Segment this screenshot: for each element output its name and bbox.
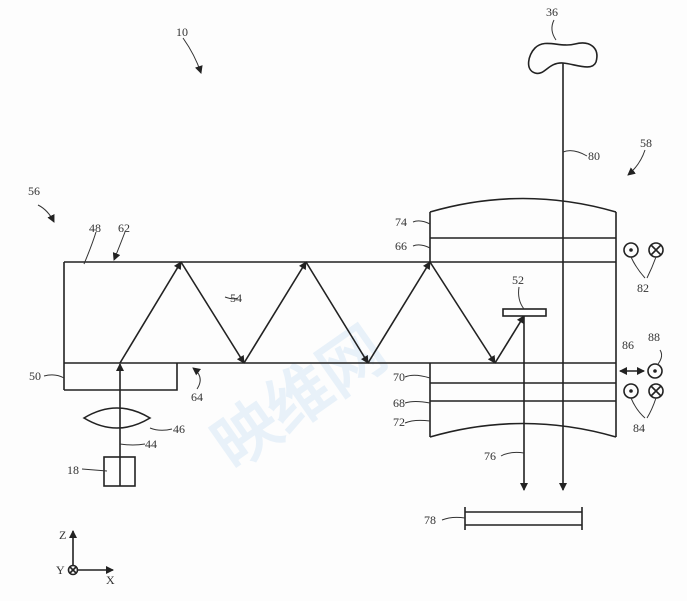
- light-source: [103, 456, 136, 487]
- label-74: 74: [395, 215, 407, 229]
- label-64: 64: [191, 390, 203, 404]
- label-58: 58: [640, 136, 652, 150]
- label-10: 10: [176, 25, 188, 39]
- reference-numerals: 10 36 80 58 56 48 62 54 64 50 46 44 18 7…: [28, 5, 660, 527]
- label-50: 50: [29, 369, 41, 383]
- watermark: 映维网: [200, 313, 400, 484]
- label-54: 54: [230, 291, 242, 305]
- label-72: 72: [393, 415, 405, 429]
- label-70: 70: [393, 370, 405, 384]
- axis-y-label: Y: [56, 563, 65, 577]
- label-62: 62: [118, 221, 130, 235]
- target-78: [464, 507, 583, 530]
- label-82: 82: [637, 281, 649, 295]
- input-coupler-50: [64, 363, 178, 391]
- leader-lines: [37, 19, 663, 521]
- label-68: 68: [393, 396, 405, 410]
- label-84: 84: [633, 421, 645, 435]
- label-80: 80: [588, 149, 600, 163]
- label-86: 86: [622, 338, 634, 352]
- label-18: 18: [67, 463, 79, 477]
- object-blob: [527, 42, 598, 75]
- label-66: 66: [395, 239, 407, 253]
- label-36: 36: [546, 5, 558, 19]
- label-56: 56: [28, 184, 40, 198]
- lens-stack: [429, 197, 617, 438]
- axis-x-label: X: [106, 573, 115, 587]
- polarization-symbols: [619, 242, 664, 399]
- label-44: 44: [145, 437, 157, 451]
- element-52: [502, 308, 547, 317]
- label-48: 48: [89, 221, 101, 235]
- guided-beam: [119, 261, 525, 364]
- label-76: 76: [484, 449, 496, 463]
- lens: [82, 407, 152, 429]
- label-88: 88: [648, 330, 660, 344]
- axis-z-label: Z: [59, 528, 66, 542]
- label-52: 52: [512, 273, 524, 287]
- label-46: 46: [173, 422, 185, 436]
- coordinate-axes: Z Y X: [56, 528, 115, 587]
- label-78: 78: [424, 513, 436, 527]
